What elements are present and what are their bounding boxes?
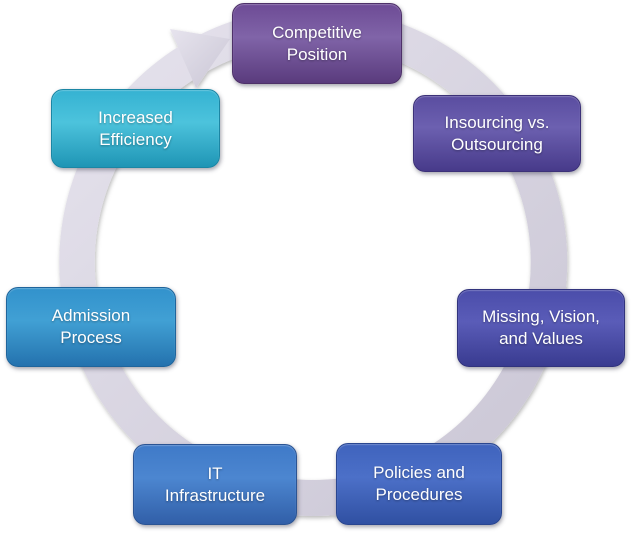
cycle-arrowhead xyxy=(170,29,230,88)
cycle-node-insourcing-vs-outsourcing: Insourcing vs. Outsourcing xyxy=(413,95,581,172)
cycle-node-competitive-position: Competitive Position xyxy=(232,3,402,84)
node-label-line: Admission xyxy=(51,306,131,326)
cycle-node-it-infrastructure: IT Infrastructure xyxy=(133,444,297,525)
cycle-ring xyxy=(59,8,568,516)
cycle-node-missing-vision-values: Missing, Vision, and Values xyxy=(457,289,625,367)
node-label-line: Insourcing vs. xyxy=(444,112,550,132)
node-label-line: Procedures xyxy=(375,485,463,504)
node-label-line: and Values xyxy=(499,329,583,348)
node-label-line: Competitive xyxy=(272,22,362,42)
cycle-node-admission-process: Admission Process xyxy=(6,287,176,367)
node-label-line: Policies and xyxy=(373,463,465,483)
node-label-line: Position xyxy=(286,44,348,64)
node-label-line: Efficiency xyxy=(99,129,172,149)
node-label-line: Infrastructure xyxy=(164,485,266,505)
node-label-line: Process xyxy=(60,328,122,347)
cycle-node-increased-efficiency: Increased Efficiency xyxy=(51,89,220,168)
node-label-line: Missing, Vision, xyxy=(482,307,600,327)
node-label-line: IT xyxy=(207,463,223,483)
node-label-line: Outsourcing xyxy=(451,134,543,154)
cycle-node-policies-procedures: Policies and Procedures xyxy=(336,443,502,525)
node-label-line: Increased xyxy=(98,107,173,127)
